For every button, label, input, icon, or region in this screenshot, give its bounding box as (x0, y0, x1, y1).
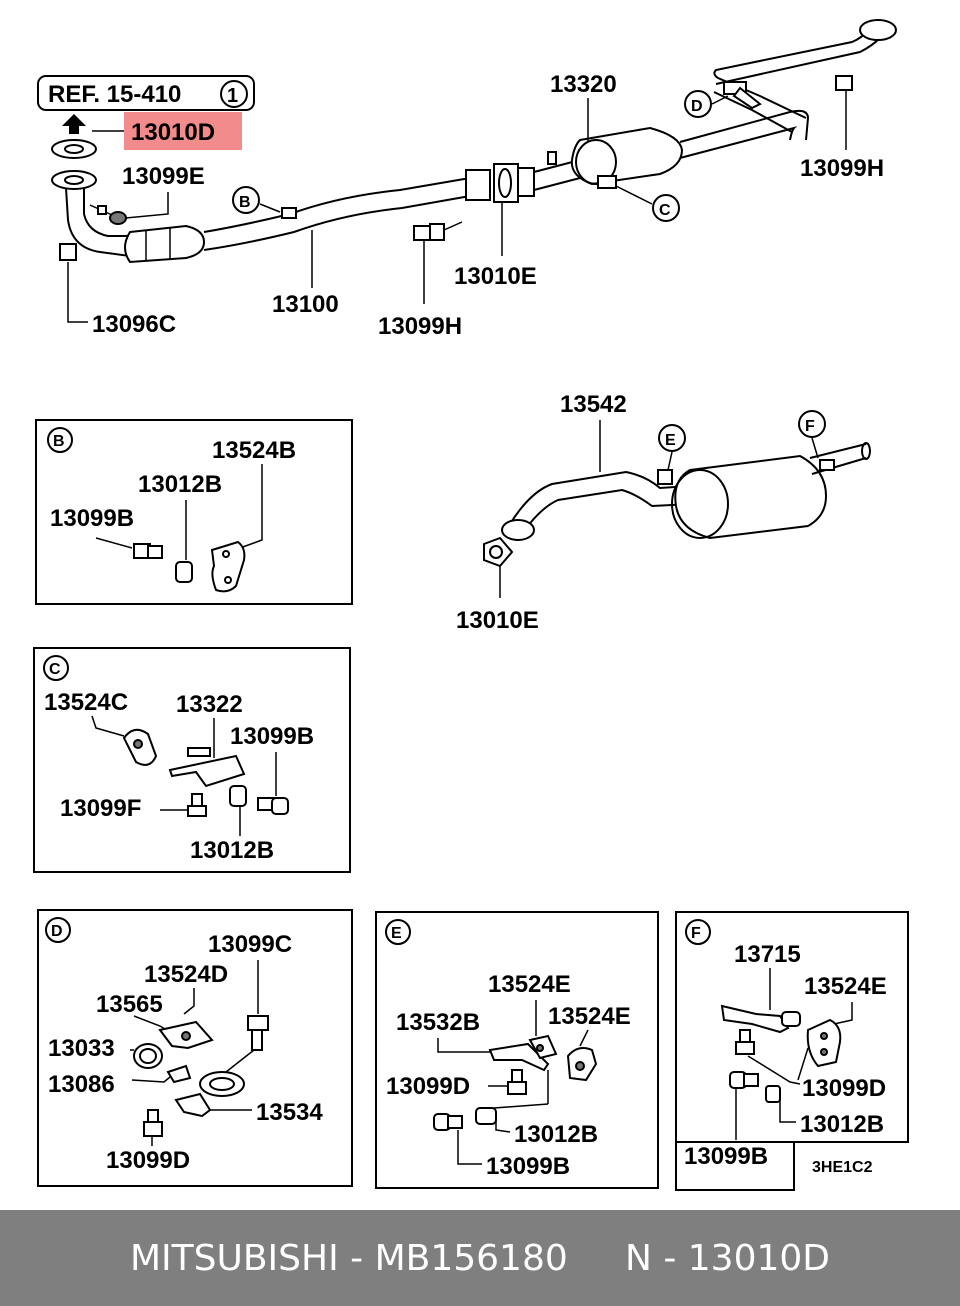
detail-box-b: B 13524B 13012B 13099B (35, 419, 353, 605)
label-13565: 13565 (96, 991, 163, 1018)
bolt-icon-d2 (143, 1109, 163, 1137)
label-13096c: 13096C (92, 311, 176, 338)
detail-box-d: D 13099C 13524D 13565 13033 13086 13534 … (37, 909, 353, 1187)
label-13099b-e: 13099B (486, 1153, 570, 1180)
label-13099d-d: 13099D (106, 1147, 190, 1174)
collar-icon-c (229, 785, 247, 807)
reference-text: REF. 15-410 (48, 81, 181, 108)
center-pipe-icon (203, 177, 471, 251)
label-13524e-e2: 13524E (548, 1003, 631, 1030)
label-13322: 13322 (176, 691, 243, 718)
box-e-letter: E (391, 925, 402, 942)
box-b-letter: B (53, 433, 65, 450)
callout-f-top: F (805, 418, 815, 435)
label-13524c: 13524C (44, 689, 128, 716)
label-13099f: 13099F (60, 795, 141, 822)
bracket-icon-e (488, 1034, 558, 1072)
label-13099h-right: 13099H (800, 155, 884, 182)
mid-pipe-icon (533, 19, 897, 191)
label-13099b-b: 13099B (50, 505, 134, 532)
hanger-rubber-icon-e (566, 1047, 598, 1082)
hanger-rubber-icon-f (806, 1018, 842, 1068)
label-13012b-e: 13012B (514, 1121, 598, 1148)
collar-icon-f (765, 1085, 781, 1103)
label-13010e-rear: 13010E (456, 607, 539, 634)
label-13012b-c: 13012B (190, 837, 274, 864)
label-13099h-bottom: 13099H (378, 313, 462, 340)
callout-b-top: B (239, 194, 251, 211)
bolt-icon-f (735, 1029, 755, 1055)
diagram-code: 3HE1C2 (812, 1159, 873, 1176)
nut-icon (59, 243, 77, 261)
bolt-icon (413, 221, 463, 241)
bolt-icon-e (507, 1069, 527, 1095)
bolt-icon-e2 (433, 1113, 463, 1131)
bolt-icon-b (133, 543, 163, 559)
callout-c-top: C (659, 202, 671, 219)
label-13086: 13086 (48, 1071, 115, 1098)
label-13010e-top: 13010E (454, 263, 537, 290)
label-13524e-e1: 13524E (488, 971, 571, 998)
bracket-icon-f (720, 1004, 801, 1034)
arrow-up-icon (62, 114, 86, 134)
exhaust-parts-diagram: REF. 15-410 1 13010D 13099E 13096C B (33, 19, 909, 1191)
bolt-icon-d (247, 1015, 269, 1051)
reference-box: REF. 15-410 1 (37, 75, 255, 111)
box-f-letter: F (691, 925, 701, 942)
rear-muffler-icon (501, 442, 871, 541)
label-13010d: 13010D (131, 119, 215, 146)
label-13099c: 13099C (208, 931, 292, 958)
bolt-icon-c2 (187, 793, 207, 817)
front-pipe-icon (51, 170, 206, 264)
collar-icon-b (175, 561, 193, 583)
label-13099e: 13099E (122, 163, 205, 190)
nut-icon-top-right (835, 75, 853, 91)
highlighted-part-box (124, 112, 242, 150)
bolt-icon-c (257, 797, 289, 815)
ring-icon-d (133, 1043, 163, 1069)
label-13524d: 13524D (144, 961, 228, 988)
label-13100: 13100 (272, 291, 339, 318)
footer-banner: MITSUBISHI - MB156180 N - 13010D (0, 1210, 960, 1306)
label-13542: 13542 (560, 391, 627, 418)
label-13099d-f: 13099D (802, 1075, 886, 1102)
label-13524b: 13524B (212, 437, 296, 464)
collar-icon-e (475, 1107, 497, 1125)
clip-icon-d (166, 1064, 192, 1084)
bracket-icon-d (158, 1020, 214, 1050)
label-13099b-f: 13099B (684, 1143, 768, 1170)
label-13099b-c: 13099B (230, 723, 314, 750)
detail-box-e: E 13524E 13532B 13524E 13099D 13012B 130… (375, 911, 659, 1189)
label-13012b-f: 13012B (800, 1111, 884, 1138)
bracket-icon-d2 (174, 1092, 212, 1118)
label-13099d-e: 13099D (386, 1073, 470, 1100)
callout-d-top: D (691, 98, 703, 115)
label-13033: 13033 (48, 1035, 115, 1062)
label-13715: 13715 (734, 941, 801, 968)
gasket-icon (51, 139, 97, 159)
gasket-icon-d (199, 1071, 245, 1097)
reference-number: 1 (227, 85, 238, 107)
label-13320: 13320 (550, 71, 617, 98)
hanger-rubber-icon-b (210, 540, 246, 593)
box-c-letter: C (49, 661, 61, 678)
footer-text: MITSUBISHI - MB156180 N - 13010D (129, 1237, 831, 1279)
label-13532b: 13532B (396, 1009, 480, 1036)
box-d-letter: D (51, 923, 63, 940)
callout-e-top: E (665, 432, 676, 449)
bracket-icon-c (168, 747, 246, 788)
label-13524e-f: 13524E (804, 973, 887, 1000)
pipe-joint-icon (465, 163, 535, 203)
rear-gasket-icon (483, 536, 514, 568)
label-13534: 13534 (256, 1099, 323, 1126)
bolt-icon-f2 (729, 1071, 759, 1089)
label-13012b-b: 13012B (138, 471, 222, 498)
hanger-rubber-icon-c (122, 728, 158, 766)
detail-box-f: F 13715 13524E 13099D 13012B 13099B 3HE1… (675, 911, 909, 1191)
detail-box-c: C 13524C 13322 13099B 13099F 13012B (33, 647, 351, 873)
